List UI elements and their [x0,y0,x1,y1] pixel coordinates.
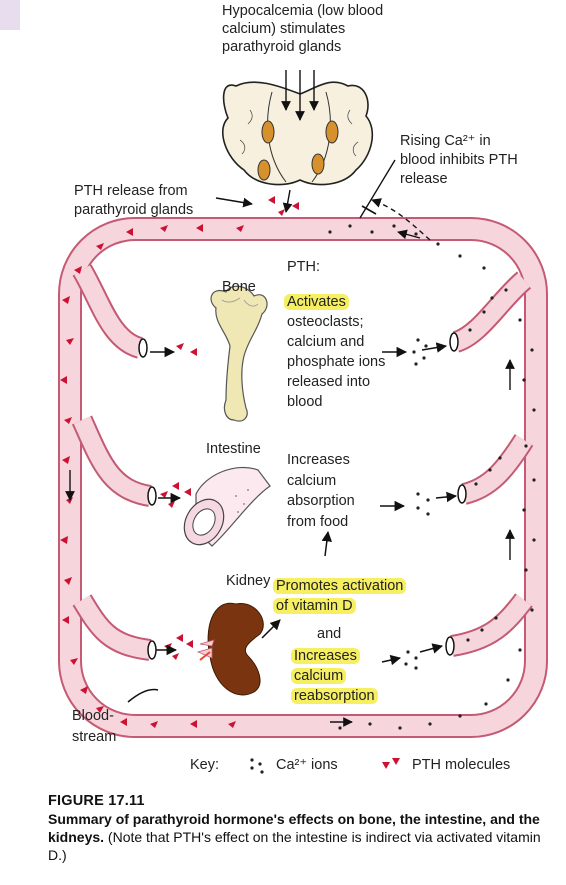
bone-effect-highlight-1: Activates [284,294,349,310]
intestine-effect: Increases calcium absorption from food [287,452,355,530]
key-ca-symbol [250,758,264,774]
figure-caption: FIGURE 17.11 Summary of parathyroid horm… [48,792,553,864]
kidney-effect-line-5: reabsorption [291,688,378,704]
kidney-effect-line-3: Increases [291,648,360,664]
caption-bold-text: Summary of parathyroid hormone's effects… [48,811,540,845]
intestine-illustration [183,466,271,547]
blood-flow-arrows [65,229,515,727]
pth-heading: PTH: [287,259,321,275]
bone-effect-line-2: osteoclasts; [287,314,364,330]
kidney-and-label: and [317,626,342,642]
bloodstream-label: Blood-stream [72,708,117,745]
key-ca-ions-label: Ca²⁺ ions [276,757,338,773]
bone-illustration [210,285,268,422]
bone-effect: Activates osteoclasts; calcium and phosp… [284,292,387,412]
key-title: Key: [190,757,220,773]
kidney-effect-line-4: calcium [291,668,347,684]
caption-normal-text: (Note that PTH's effect on the intestine… [48,829,541,863]
released-ca-ions [404,338,430,670]
kidney-label: Kidney [226,573,271,589]
release-arrows [215,159,431,241]
key-pth-molecules-label: PTH molecules [412,757,511,773]
hypocalcemia-label: Hypocalcemia (low blood calcium) stimula… [222,3,384,55]
kidney-illustration [196,602,264,696]
kidney-effect-vitamin-d: Promotes activation of vitamin D [273,576,407,616]
rising-calcium-label: Rising Ca²⁺ in blood inhibits PTH releas… [400,133,518,187]
figure-number: FIGURE 17.11 [48,793,145,809]
vessel-branches [71,264,534,661]
kidney-effect-line-1: Promotes activation [273,578,407,594]
intestine-label: Intestine [206,441,261,457]
corner-tint [0,0,20,30]
kidney-effect-line-2: of vitamin D [273,598,356,614]
ca-ions-in-blood [328,224,536,730]
parathyroid-glands-illustration [222,70,374,186]
bone-effect-line-3: calcium and phosphate ions released into… [287,334,386,410]
key-pth-symbol [382,758,400,769]
pth-release-label: PTH release from parathyroid glands [74,183,194,218]
kidney-effect-reabsorption: Increases calcium reabsorption [291,646,378,706]
bone-label: Bone [222,279,256,295]
organ-arrows [127,342,458,703]
